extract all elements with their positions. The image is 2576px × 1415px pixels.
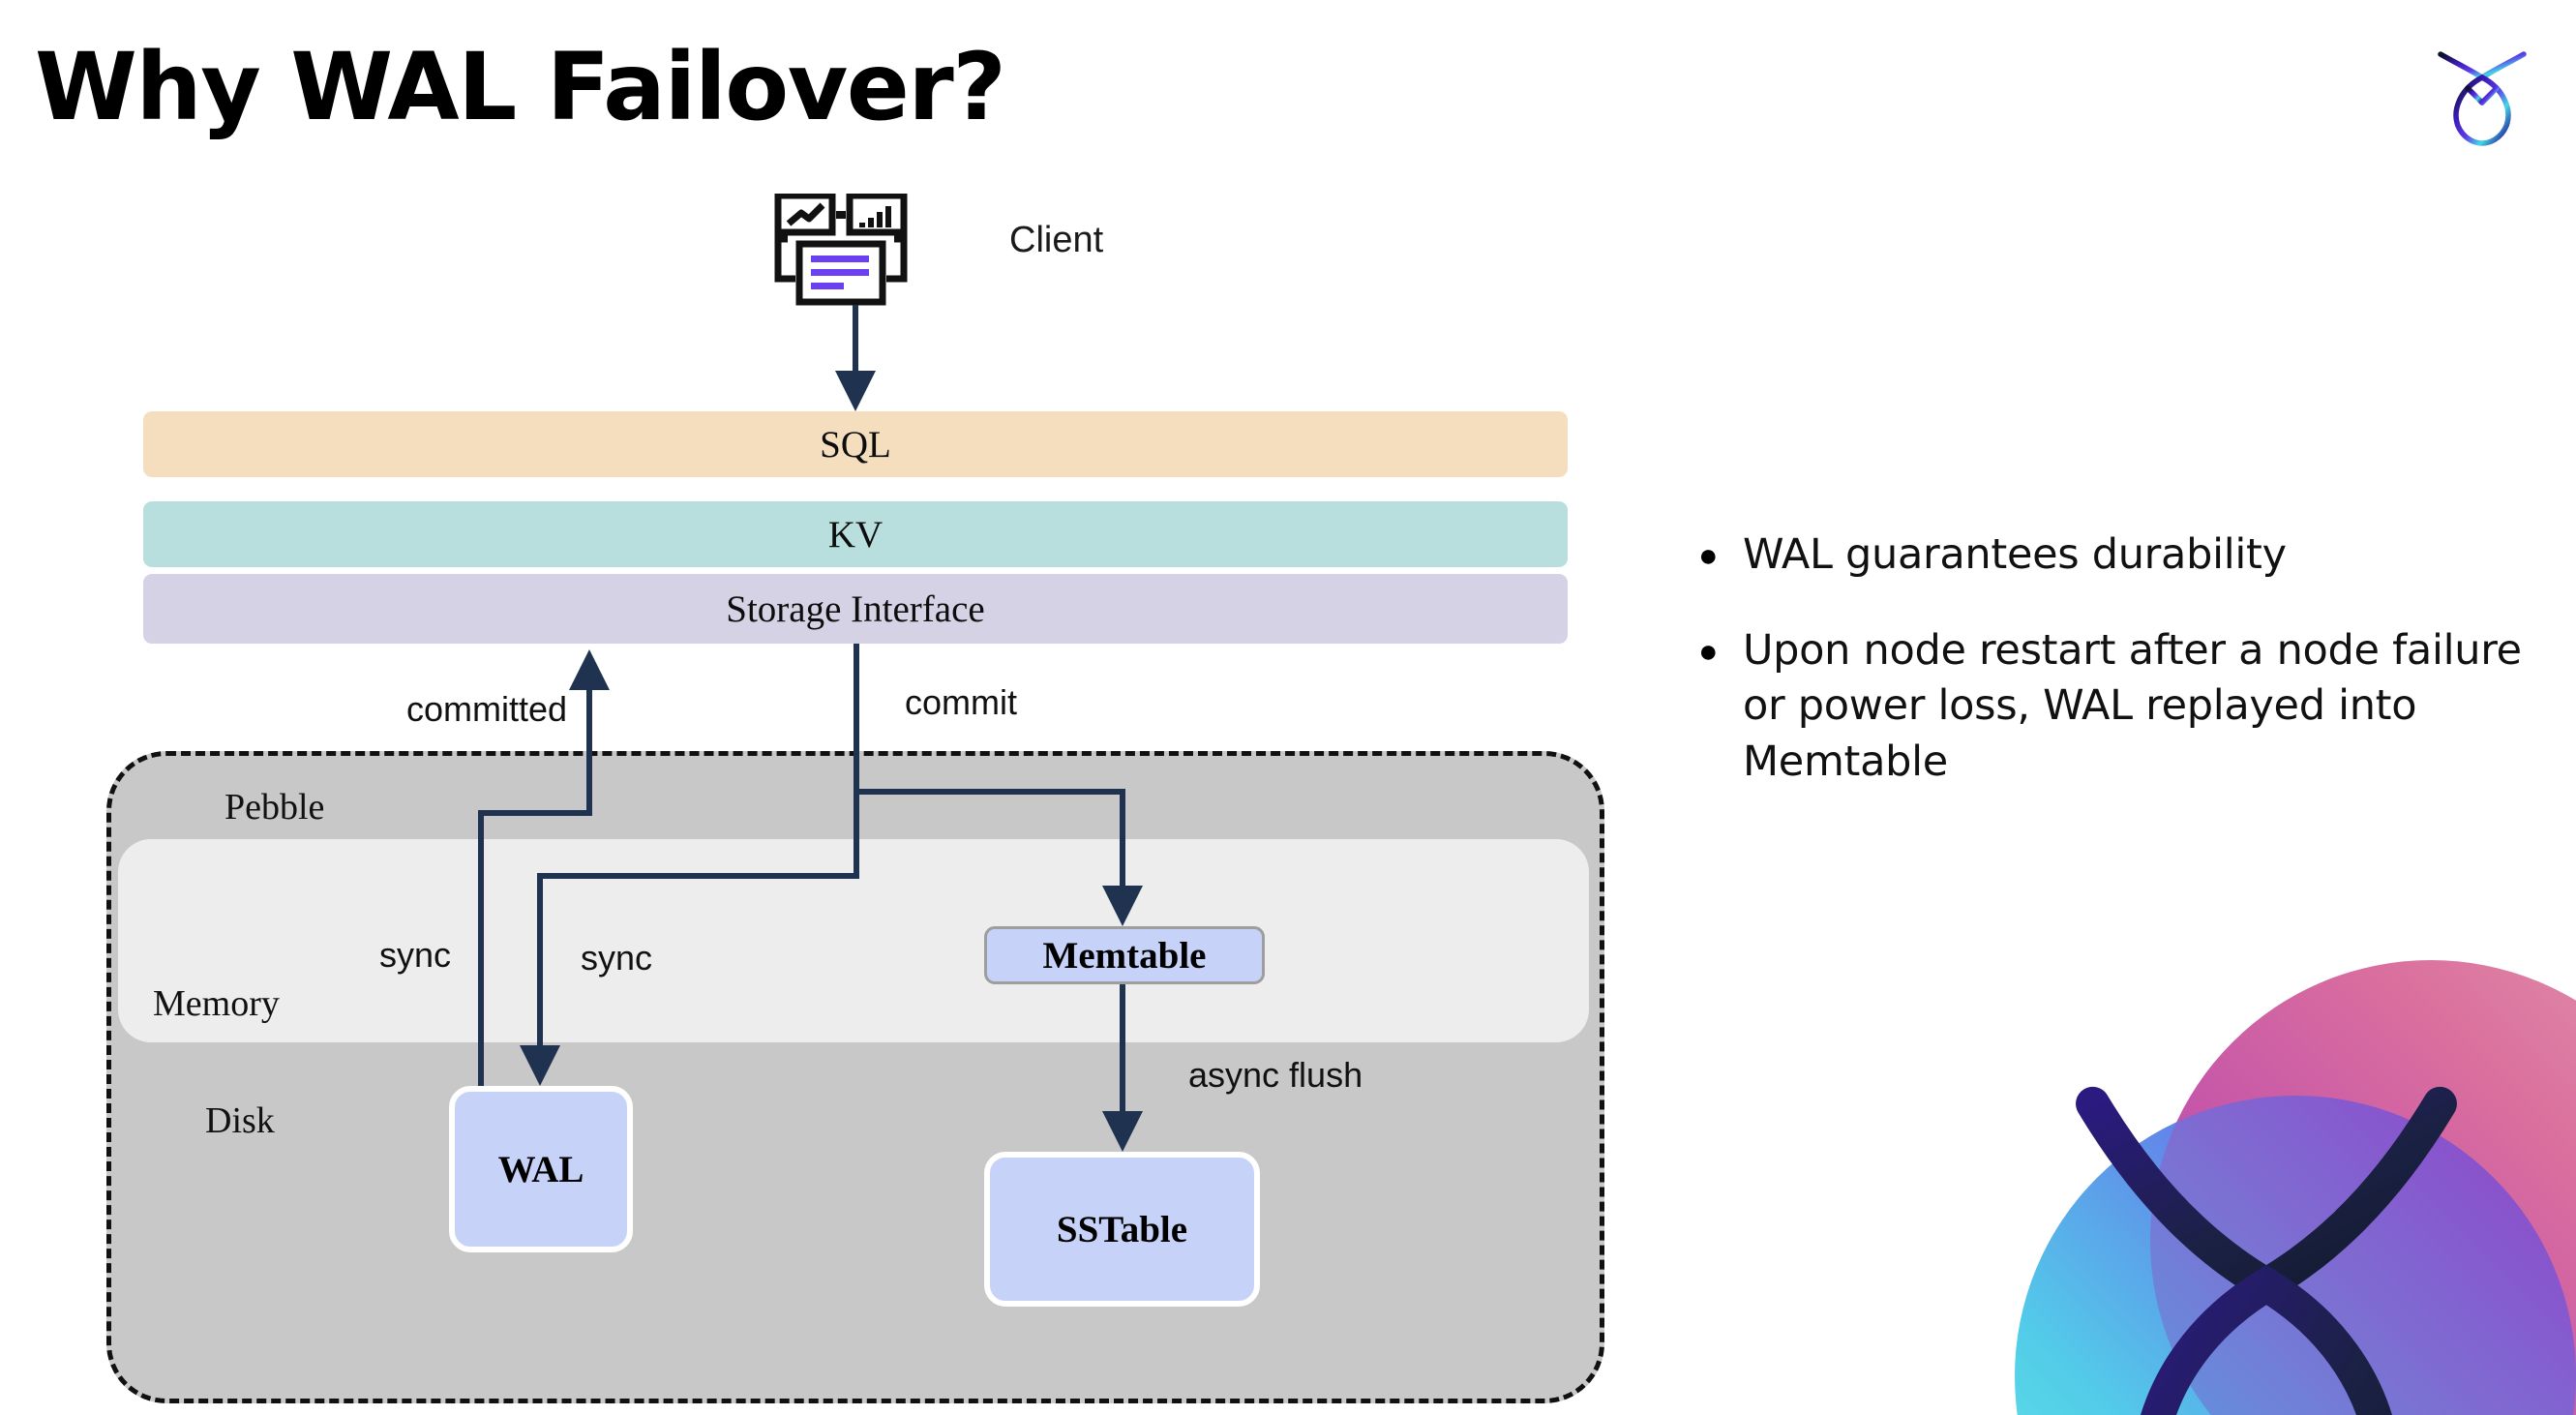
edge-label-sync-right: sync <box>581 938 653 978</box>
bullet-marker-icon: ● <box>1698 633 1719 671</box>
pebble-label: Pebble <box>225 787 325 828</box>
layer-bar-sql: SQL <box>143 411 1568 477</box>
bullet-marker-icon: ● <box>1698 537 1719 574</box>
client-workstation-icon <box>774 192 929 315</box>
node-memtable: Memtable <box>984 926 1265 984</box>
node-label-sstable: SSTable <box>1056 1208 1188 1250</box>
list-item: ● Upon node restart after a node failure… <box>1698 623 2531 790</box>
client-label: Client <box>1009 220 1104 260</box>
list-item: ● WAL guarantees durability <box>1698 527 2531 583</box>
layer-bar-storage-interface: Storage Interface <box>143 574 1568 644</box>
node-wal: WAL <box>449 1086 633 1252</box>
edge-label-committed: committed <box>406 689 568 729</box>
bullet-list: ● WAL guarantees durability ● Upon node … <box>1698 527 2531 830</box>
edge-label-sync-left: sync <box>379 935 452 975</box>
edge-label-async-flush: async flush <box>1188 1055 1363 1095</box>
node-sstable: SSTable <box>984 1152 1260 1307</box>
bullet-text: WAL guarantees durability <box>1743 530 2287 579</box>
layer-label-storage-interface: Storage Interface <box>726 587 985 630</box>
node-label-memtable: Memtable <box>1042 934 1207 977</box>
layer-bar-kv: KV <box>143 501 1568 567</box>
layer-label-kv: KV <box>827 513 884 556</box>
memory-region <box>118 839 1589 1042</box>
cockroachdb-logo-icon <box>2425 33 2539 147</box>
decorative-gradient-circles <box>1976 921 2576 1415</box>
layer-label-sql: SQL <box>820 423 891 466</box>
edge-label-commit: commit <box>905 682 1017 722</box>
node-label-wal: WAL <box>497 1148 584 1190</box>
memory-label: Memory <box>153 983 280 1024</box>
bullet-text: Upon node restart after a node failure o… <box>1743 626 2522 786</box>
page-title: Why WAL Failover? <box>35 33 1006 141</box>
disk-label: Disk <box>205 1100 275 1141</box>
